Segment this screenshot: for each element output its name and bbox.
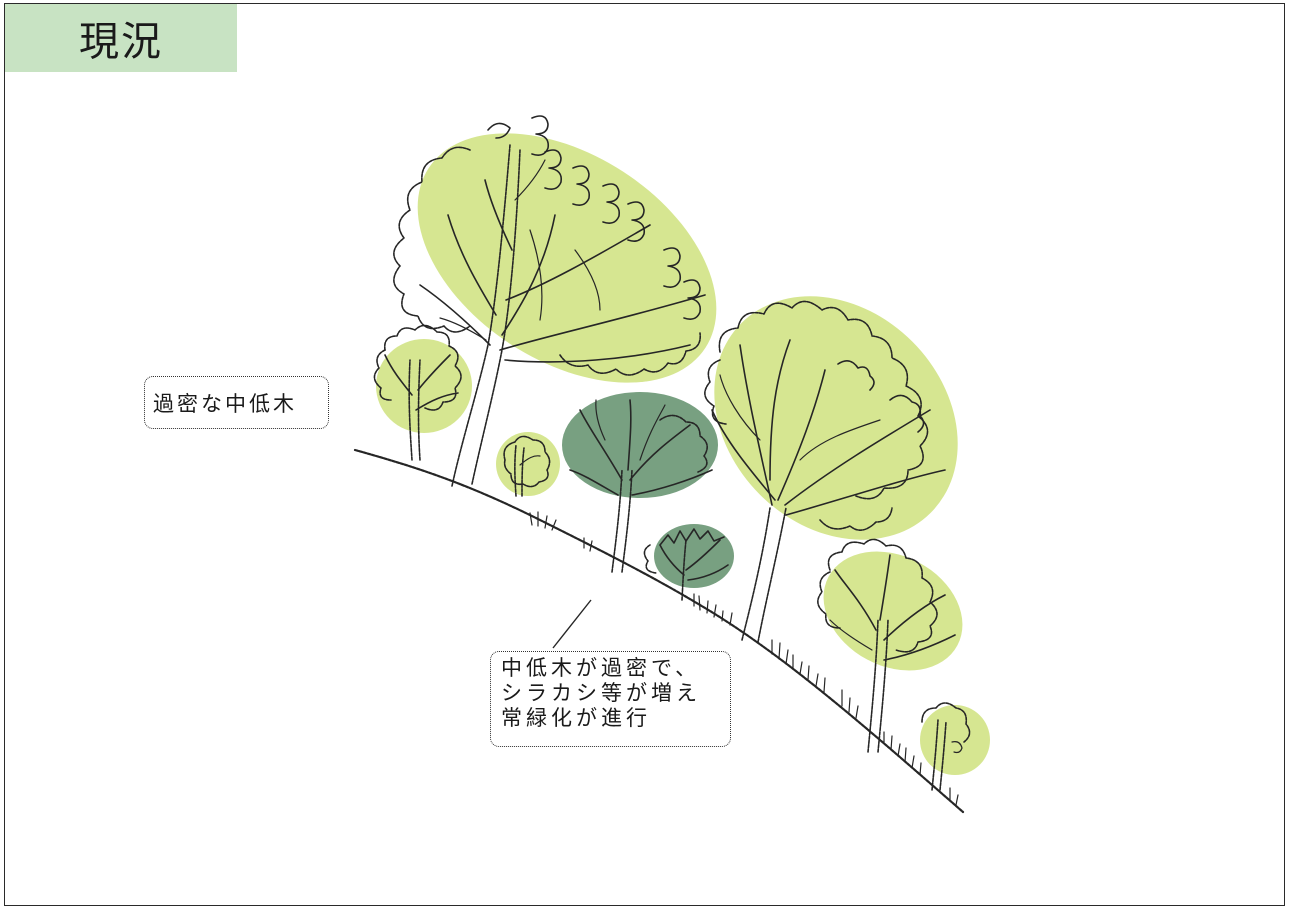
note-leader-line bbox=[552, 599, 592, 649]
tree-sketch-large-right bbox=[704, 300, 946, 643]
note-line-3: 常緑化が進行 bbox=[501, 706, 651, 730]
tree-sketch-small-center bbox=[503, 435, 551, 497]
tree-sketch-small-left bbox=[373, 324, 462, 461]
label-evergreen-note: 中低木が過密で、 シラカシ等が増え 常緑化が進行 bbox=[490, 651, 731, 747]
note-line-2: シラカシ等が増え bbox=[501, 681, 701, 705]
canopy-light-small-bottom bbox=[920, 705, 990, 775]
label-dense-shrubs: 過密な中低木 bbox=[144, 376, 329, 429]
diagram-frame bbox=[4, 3, 1285, 906]
page-title: 現況 bbox=[79, 19, 163, 65]
tree-sketch-small-bottom bbox=[921, 702, 971, 791]
tree-sketch-lower-right bbox=[817, 538, 956, 753]
tree-sketch-large-left bbox=[393, 115, 706, 487]
canopy-light-small-left bbox=[376, 339, 472, 433]
label-dense-shrubs-text: 過密な中低木 bbox=[153, 391, 297, 416]
note-line-1: 中低木が過密で、 bbox=[501, 656, 701, 680]
canopy-light-lower-right bbox=[823, 551, 963, 671]
grass-tufts bbox=[529, 511, 959, 806]
tree-sketch-dark-shrub bbox=[643, 528, 729, 601]
slope-ground-line bbox=[353, 448, 965, 814]
canopy-dark-center bbox=[562, 392, 718, 498]
tree-sketch-dark-center bbox=[569, 399, 713, 573]
canopy-light-large-right bbox=[714, 296, 958, 540]
title-banner: 現況 bbox=[5, 4, 237, 72]
